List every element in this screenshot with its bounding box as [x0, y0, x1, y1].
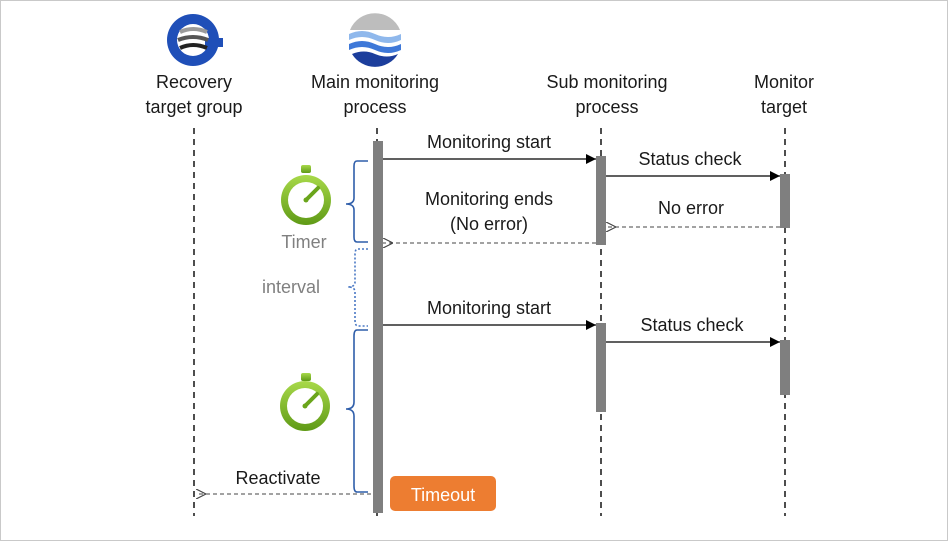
msg-monitoring-ends-l1: Monitoring ends — [425, 189, 553, 209]
participant-target-line1: Monitor — [754, 72, 814, 92]
msg-reactivate: Reactivate — [235, 468, 320, 488]
activation-target-1 — [780, 174, 790, 228]
group-logo-icon — [167, 14, 223, 66]
timeout-label: Timeout — [411, 485, 475, 505]
timer-brace-2 — [345, 329, 368, 493]
participant-main-line1: Main monitoring — [311, 72, 439, 92]
participant-sub-line1: Sub monitoring — [546, 72, 667, 92]
stopwatch-icon — [281, 165, 331, 225]
interval-label: interval — [262, 277, 320, 297]
participant-recovery-line2: target group — [145, 97, 242, 117]
activation-sub-2 — [596, 323, 606, 412]
stopwatch-icon — [280, 373, 330, 431]
activation-main — [373, 141, 383, 513]
activation-target-2 — [780, 340, 790, 395]
msg-no-error: No error — [658, 198, 724, 218]
participant-main-line2: process — [343, 97, 406, 117]
msg-monitoring-start-1: Monitoring start — [427, 132, 551, 152]
timer-brace-1 — [345, 160, 368, 243]
process-logo-icon — [348, 12, 402, 67]
msg-monitoring-ends-l2: (No error) — [450, 214, 528, 234]
activation-sub-1 — [596, 156, 606, 245]
msg-monitoring-start-2: Monitoring start — [427, 298, 551, 318]
participant-sub-line2: process — [575, 97, 638, 117]
timer-label: Timer — [281, 232, 326, 252]
interval-brace — [347, 248, 368, 327]
participant-target-line2: target — [761, 97, 807, 117]
msg-status-check-2: Status check — [640, 315, 744, 335]
participant-recovery-line1: Recovery — [156, 72, 232, 92]
msg-status-check-1: Status check — [638, 149, 742, 169]
timeout-badge: Timeout — [390, 476, 496, 511]
